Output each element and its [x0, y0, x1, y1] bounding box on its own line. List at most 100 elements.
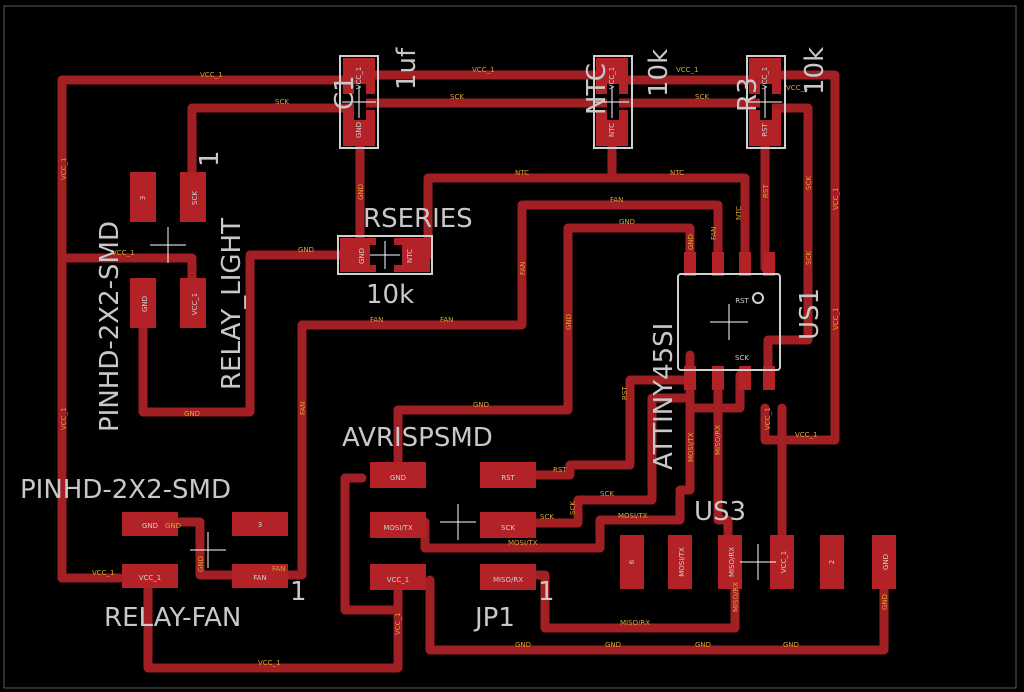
avrispsmd-label: AVRISPSMD — [342, 423, 493, 453]
avrisp-pad-label: SCK — [501, 524, 515, 532]
us1-label: US1 — [795, 288, 825, 340]
net-label: SCK — [275, 98, 289, 106]
avrisp-pad-label: MISO/RX — [493, 576, 523, 584]
origin-crosses — [150, 86, 782, 580]
net-label: SCK — [695, 93, 709, 101]
relay-light-pad-label: 3 — [139, 196, 147, 200]
rseries-label: RSERIES — [363, 204, 473, 234]
net-label: VCC_1 — [676, 66, 699, 74]
jp1-label: JP1 — [473, 603, 515, 633]
pinhd-top-label: PINHD-2X2-SMD — [95, 221, 125, 432]
pad-labels: VCC_1 GND VCC_1 NTC VCC_1 RST GND NTC 3 … — [139, 67, 890, 584]
net-label: GND — [298, 246, 314, 254]
r3-value-label: 10k — [800, 47, 830, 95]
net-label: NTC — [735, 206, 743, 220]
avrisp-pad-label: RST — [501, 474, 515, 482]
net-label: RST — [553, 466, 567, 474]
us3-label: US3 — [694, 497, 746, 527]
board-frame — [3, 5, 1017, 689]
net-label: GND — [165, 522, 181, 530]
rseries-value-label: 10k — [366, 280, 414, 310]
attiny-label: ATTINY45SI — [649, 323, 679, 470]
net-label: VCC_1 — [832, 187, 840, 210]
us3-pad-label: 2 — [828, 560, 836, 564]
net-label: SCK — [600, 490, 614, 498]
relay-light-pad-label: VCC_1 — [191, 293, 199, 316]
relay-fan-pin1-label: 1 — [290, 577, 307, 607]
net-label: GND — [184, 410, 200, 418]
net-label: VCC_1 — [112, 249, 135, 257]
relay-light-pad-label: SCK — [191, 191, 199, 205]
net-label: FAN — [440, 316, 453, 324]
net-label: GND — [357, 184, 365, 200]
net-label: VCC_1 — [795, 431, 818, 439]
c1-pad-label: GND — [355, 122, 363, 138]
net-label: RST — [621, 386, 629, 400]
net-label: GND — [565, 314, 573, 330]
r3-pad-label: RST — [761, 122, 769, 136]
us3-pad-label: GND — [882, 554, 890, 570]
net-label: VCC_1 — [92, 569, 115, 577]
relay-light-pin1-label: 1 — [195, 150, 225, 167]
net-label: VCC_1 — [60, 157, 68, 180]
net-label: VCC_1 — [200, 71, 223, 79]
pinhd-bottom-label: PINHD-2X2-SMD — [20, 475, 231, 505]
c1-value-label: 1uf — [392, 47, 422, 90]
relay-fan-pad-label: FAN — [253, 574, 266, 582]
net-label: NTC — [670, 169, 684, 177]
net-label: MISO/RX — [714, 425, 722, 455]
net-label: GND — [695, 641, 711, 649]
net-label: MISO/RX — [620, 619, 650, 627]
net-label: VCC_1 — [472, 66, 495, 74]
ntc-pad-label: NTC — [608, 123, 616, 137]
net-label: SCK — [569, 501, 577, 515]
net-label: FAN — [370, 316, 383, 324]
us3-pad-label: MOSI/TX — [678, 547, 686, 577]
us3-pad-label: MISO/RX — [728, 547, 736, 577]
relay-fan-label: RELAY-FAN — [104, 603, 241, 633]
r3-label: R3 — [733, 77, 763, 112]
attiny-pad-label: RST — [735, 297, 749, 305]
ntc-pad-label: VCC_1 — [608, 67, 616, 90]
net-label: SCK — [540, 513, 554, 521]
r3-pad-label: VCC_1 — [761, 67, 769, 90]
net-label: SCK — [805, 176, 813, 190]
net-label: GND — [619, 218, 635, 226]
net-label: FAN — [710, 227, 718, 240]
net-label: SCK — [450, 93, 464, 101]
c1-pad-label: VCC_1 — [355, 67, 363, 90]
net-label: MOSI/TX — [687, 432, 695, 462]
net-label: VCC_1 — [764, 407, 772, 430]
net-label: VCC_1 — [60, 407, 68, 430]
net-label: GND — [515, 641, 531, 649]
net-label: GND — [197, 556, 205, 572]
rseries-pad-label: GND — [358, 248, 366, 264]
net-label: FAN — [272, 565, 285, 573]
net-label: RST — [762, 184, 770, 198]
net-label: VCC_1 — [394, 612, 402, 635]
c1-label: C1 — [330, 75, 360, 110]
net-label: VCC_1 — [786, 84, 809, 92]
net-label: MISO/RX — [732, 582, 740, 612]
jp1-pin1-label: 1 — [538, 577, 555, 607]
avrisp-pad-label: MOSI/TX — [383, 524, 413, 532]
net-label: FAN — [519, 262, 527, 275]
relay-fan-pad-label: VCC_1 — [139, 574, 162, 582]
rseries-pad-label: NTC — [406, 249, 414, 263]
net-label: VCC_1 — [832, 307, 840, 330]
net-label: GND — [783, 641, 799, 649]
ntc-label: NTC — [582, 63, 612, 115]
net-label: SCK — [805, 251, 813, 265]
net-label: FAN — [299, 402, 307, 415]
net-label: VCC_1 — [258, 659, 281, 667]
net-label: GND — [687, 234, 695, 250]
relay-fan-pad-label: 3 — [258, 521, 262, 529]
pads — [122, 58, 896, 590]
net-label: GND — [881, 594, 889, 610]
relay-fan-pad-label: GND — [142, 522, 158, 530]
net-label: MOSI/TX — [508, 539, 538, 547]
us3-pad-label: VCC_1 — [780, 551, 788, 574]
copper-traces — [57, 70, 889, 673]
component-labels: C1 1uf NTC 10k R3 10k RSERIES 10k RELAY_… — [20, 47, 830, 633]
